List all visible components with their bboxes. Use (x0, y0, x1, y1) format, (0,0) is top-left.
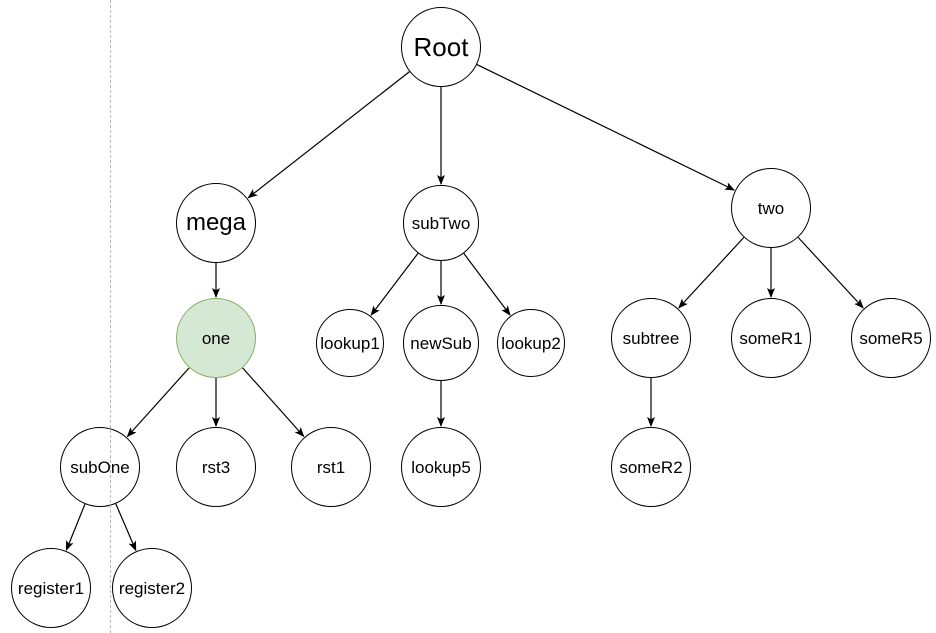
edge-two-to-subtree (678, 236, 745, 309)
edge-subTwo-to-lookup2 (463, 253, 511, 316)
node-label-lookup2: lookup2 (501, 333, 561, 353)
edge-two-to-someR5 (797, 236, 864, 309)
vertical-guide (110, 0, 111, 633)
node-label-one: one (201, 328, 231, 348)
node-newSub[interactable]: newSub (403, 305, 479, 381)
edges-group (65, 63, 864, 552)
edge-one-to-subOne (126, 367, 190, 438)
node-label-someR2: someR2 (619, 457, 683, 477)
node-label-someR5: someR5 (859, 328, 923, 348)
node-label-someR1: someR1 (739, 328, 803, 348)
node-label-two: two (757, 198, 785, 218)
edge-one-to-rst1 (242, 367, 305, 438)
node-label-lookup5: lookup5 (411, 457, 471, 477)
node-two[interactable]: two (731, 168, 811, 248)
node-label-rst3: rst3 (201, 457, 231, 477)
edge-root-to-two (476, 63, 736, 191)
node-label-register2: register2 (118, 578, 186, 598)
node-someR1[interactable]: someR1 (731, 298, 811, 378)
edge-subTwo-to-lookup1 (370, 252, 419, 316)
node-rst1[interactable]: rst1 (291, 427, 371, 507)
node-subTwo[interactable]: subTwo (403, 185, 479, 261)
node-label-subOne: subOne (70, 457, 130, 477)
node-register2[interactable]: register2 (112, 548, 192, 628)
edge-root-to-mega (247, 71, 410, 199)
node-someR5[interactable]: someR5 (851, 298, 931, 378)
node-lookup5[interactable]: lookup5 (401, 427, 481, 507)
node-label-subtree: subtree (622, 328, 680, 348)
node-label-rst1: rst1 (316, 457, 346, 477)
node-mega[interactable]: mega (176, 183, 256, 263)
node-subtree[interactable]: subtree (611, 298, 691, 378)
node-root[interactable]: Root (401, 7, 481, 87)
edge-subOne-to-register1 (65, 503, 86, 551)
node-label-subTwo: subTwo (411, 213, 471, 233)
node-label-root: Root (413, 32, 469, 62)
node-lookup1[interactable]: lookup1 (316, 309, 384, 377)
node-rst3[interactable]: rst3 (176, 427, 256, 507)
node-one[interactable]: one (176, 298, 256, 378)
node-label-register1: register1 (17, 578, 85, 598)
node-label-mega: mega (185, 209, 247, 236)
node-subOne[interactable]: subOne (60, 427, 140, 507)
node-register1[interactable]: register1 (11, 548, 91, 628)
node-label-newSub: newSub (410, 333, 472, 353)
edge-subOne-to-register2 (115, 503, 137, 552)
node-lookup2[interactable]: lookup2 (497, 309, 565, 377)
node-label-lookup1: lookup1 (320, 333, 380, 353)
node-someR2[interactable]: someR2 (611, 427, 691, 507)
